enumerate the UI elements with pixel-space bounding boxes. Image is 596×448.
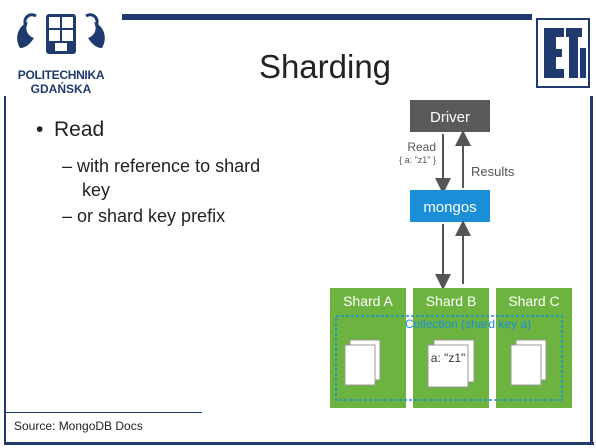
doc-b-value: a: "z1" xyxy=(431,351,466,365)
driver-box xyxy=(410,100,490,132)
doc-b-front xyxy=(427,344,469,388)
collection-label: Collection (shard key a) xyxy=(405,317,531,331)
mongos-box xyxy=(410,190,490,222)
mongos-label: mongos xyxy=(423,199,476,216)
bullet-read-label: Read xyxy=(54,118,105,141)
results-label: Results xyxy=(471,164,515,179)
frame-bottom-border xyxy=(4,442,594,445)
subbullet-shard-key-line1: – with reference to shard xyxy=(62,156,261,176)
frame-left-border xyxy=(4,96,6,444)
bullet-dot: • xyxy=(36,118,44,141)
shard-b-label: Shard B xyxy=(426,293,477,309)
source-note: Source: MongoDB Docs xyxy=(14,419,143,433)
source-divider xyxy=(6,412,202,413)
eti-logo xyxy=(536,18,590,88)
eti-logo-icon xyxy=(536,18,590,88)
bullet-read: • Read xyxy=(36,118,104,142)
shard-c-label: Shard C xyxy=(508,293,559,309)
slide-title: Sharding xyxy=(258,48,392,85)
subbullet-shard-key-prefix: – or shard key prefix xyxy=(62,206,226,226)
politechnika-logo: POLITECHNIKA GDAŃSKA xyxy=(6,8,116,96)
sharding-diagram: Driver Read { a: "z1" } Results mongos S… xyxy=(330,100,572,408)
shard-a-label: Shard A xyxy=(343,293,393,309)
logo-line2: GDAŃSKA xyxy=(30,82,92,96)
driver-label: Driver xyxy=(430,109,470,126)
doc-stack-c-front xyxy=(510,344,542,386)
header-bar xyxy=(122,14,532,20)
logo-line1: POLITECHNIKA xyxy=(17,68,105,82)
read-label: Read xyxy=(407,140,436,154)
doc-stack-a-front xyxy=(344,344,376,386)
collection-boundary xyxy=(335,315,563,401)
subbullet-shard-key-line2: key xyxy=(82,180,111,200)
crest-icon xyxy=(17,13,105,54)
query-label: { a: "z1" } xyxy=(399,155,436,165)
frame-right-border xyxy=(590,96,593,444)
